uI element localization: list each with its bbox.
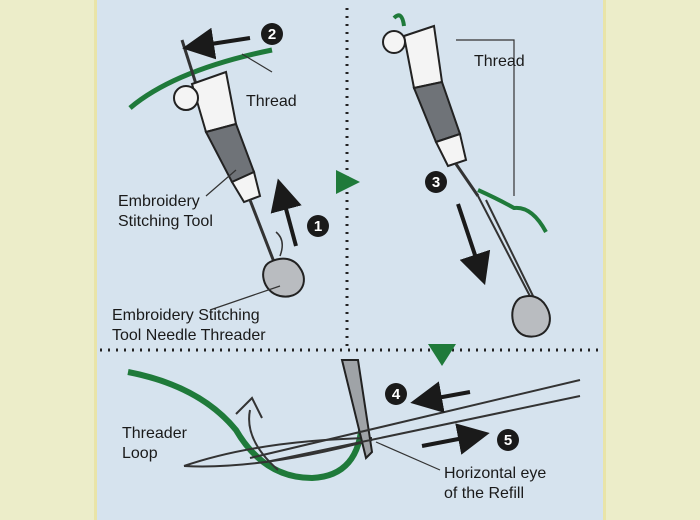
svg-text:4: 4 <box>392 386 401 403</box>
curved-arrow-icon <box>248 409 279 471</box>
thread <box>128 47 273 110</box>
panel-step-3: Thread 3 <box>382 13 551 338</box>
thread <box>392 13 406 27</box>
label-threader-line1: Embroidery Stitching <box>112 307 260 324</box>
tool-cap <box>190 70 238 134</box>
tool-grip <box>412 80 462 144</box>
thread <box>127 369 365 482</box>
thread <box>477 188 548 233</box>
label-eye-line2: of the Refill <box>444 485 524 502</box>
label-loop-line1: Threader <box>122 425 188 442</box>
arrow-down-icon <box>428 344 456 366</box>
tool-grip <box>204 122 256 184</box>
panel-step-1-2: Thread Embroidery Stitching Tool Embroid… <box>112 23 329 344</box>
step-5-badge: 5 <box>497 429 519 451</box>
threader-head <box>262 257 305 298</box>
arrow-right-icon <box>336 170 360 194</box>
label-thread: Thread <box>246 93 297 110</box>
label-threader-line2: Tool Needle Threader <box>112 327 266 344</box>
svg-text:3: 3 <box>432 174 440 191</box>
svg-text:1: 1 <box>314 218 322 235</box>
step-3-badge: 3 <box>425 171 447 193</box>
tool-shaft <box>230 170 262 204</box>
panel-step-4-5: Threader Loop Horizontal eye of the Refi… <box>122 359 581 502</box>
label-thread: Thread <box>474 53 525 70</box>
instruction-panel <box>94 0 606 520</box>
label-tool-line1: Embroidery <box>118 193 200 210</box>
step-1-badge: 1 <box>307 215 329 237</box>
needle <box>340 359 374 460</box>
step-2-badge: 2 <box>261 23 283 45</box>
tool-cap <box>402 24 444 90</box>
svg-text:2: 2 <box>268 26 276 43</box>
svg-text:5: 5 <box>504 432 512 449</box>
label-tool-line2: Stitching Tool <box>118 213 213 230</box>
label-loop-line2: Loop <box>122 445 158 462</box>
step-4-badge: 4 <box>385 383 407 405</box>
label-eye-line1: Horizontal eye <box>444 465 546 482</box>
threader-head <box>511 295 551 338</box>
tool-shaft <box>434 132 468 168</box>
